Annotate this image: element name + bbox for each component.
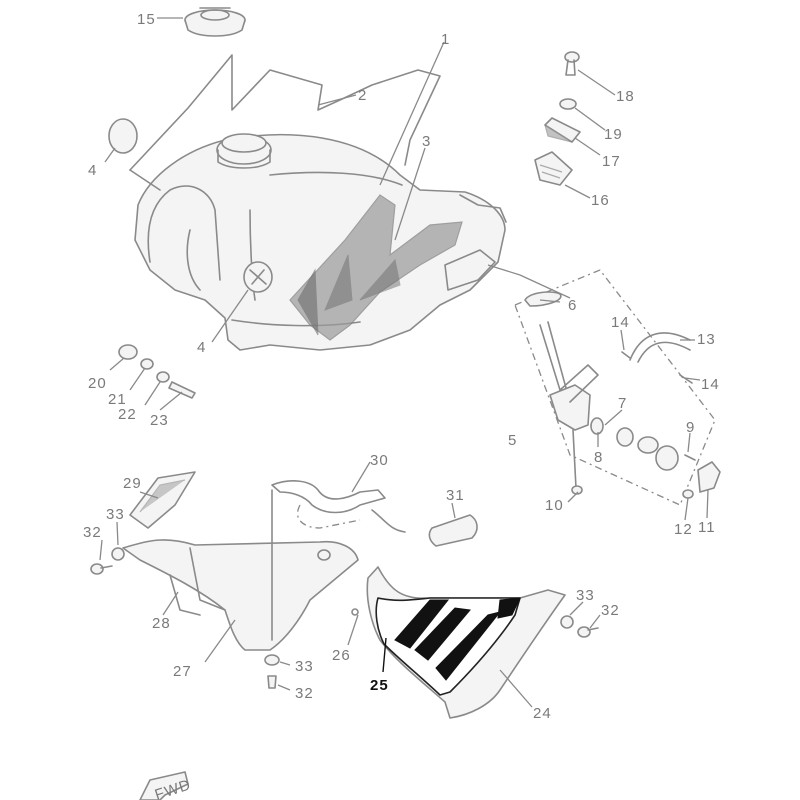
callout-8: 8 xyxy=(594,449,603,466)
callout-12: 12 xyxy=(674,521,693,538)
collar-33-right xyxy=(560,615,574,629)
callout-15: 15 xyxy=(137,11,156,28)
callout-17: 17 xyxy=(602,153,621,170)
washer-21 xyxy=(140,358,154,370)
stay-30 xyxy=(271,480,406,533)
fuel-cap xyxy=(184,7,246,37)
callout-21: 21 xyxy=(108,391,127,408)
stay-rod xyxy=(264,489,280,689)
callout-3: 3 xyxy=(422,133,431,150)
grommet xyxy=(108,118,138,154)
tank-graphic-stripes xyxy=(289,194,463,341)
callout-14-right: 14 xyxy=(701,376,720,393)
callout-11: 11 xyxy=(698,519,716,536)
callout-30: 30 xyxy=(370,452,389,469)
callout-33-bottom: 33 xyxy=(295,658,314,675)
nut-20 xyxy=(118,344,138,360)
air-scoop-29 xyxy=(129,471,196,529)
bolt-32-right xyxy=(577,626,599,638)
callout-labels: 15 1 2 3 4 4 18 19 17 16 6 14 13 14 7 5 … xyxy=(83,11,720,722)
bracket-28 xyxy=(169,574,201,616)
callout-19: 19 xyxy=(604,126,623,143)
callout-18: 18 xyxy=(616,88,635,105)
callout-9: 9 xyxy=(686,419,695,436)
callout-7: 7 xyxy=(618,395,627,412)
callout-10: 10 xyxy=(545,497,564,514)
fuel-cock-assembly xyxy=(514,269,721,506)
bracket-17 xyxy=(544,117,581,143)
callout-33-right: 33 xyxy=(576,587,595,604)
callout-2: 2 xyxy=(358,87,367,104)
callout-31: 31 xyxy=(446,487,465,504)
collar-33-left xyxy=(111,547,125,561)
tank-side-decal xyxy=(129,54,441,191)
callout-14-top: 14 xyxy=(611,314,630,331)
callout-27: 27 xyxy=(173,663,192,680)
callout-32-left: 32 xyxy=(83,524,102,541)
callout-1: 1 xyxy=(441,31,450,48)
callout-32-right: 32 xyxy=(601,602,620,619)
callout-16: 16 xyxy=(591,192,610,209)
bolt-23 xyxy=(168,381,196,399)
callout-33-left: 33 xyxy=(106,506,125,523)
callout-20: 20 xyxy=(88,375,107,392)
washer-22 xyxy=(156,371,170,383)
callout-28: 28 xyxy=(152,615,171,632)
callout-32-bottom: 32 xyxy=(295,685,314,702)
pipe-31 xyxy=(428,514,478,547)
callout-23: 23 xyxy=(150,412,169,429)
bolt-32-left xyxy=(90,563,113,575)
washer-19 xyxy=(559,98,577,110)
callout-26: 26 xyxy=(332,647,351,664)
shroud-graphic-25[interactable] xyxy=(375,597,521,696)
callout-24: 24 xyxy=(533,705,552,722)
callout-22: 22 xyxy=(118,406,137,423)
side-cover-27 xyxy=(122,539,359,651)
leader-lines xyxy=(99,17,709,708)
damper-16 xyxy=(534,151,573,186)
bolt-18 xyxy=(564,51,580,76)
callout-4-bottom: 4 xyxy=(197,339,206,356)
fuel-tank xyxy=(134,133,507,351)
fuel-hose xyxy=(621,332,693,384)
callout-5: 5 xyxy=(508,432,517,449)
callout-25[interactable]: 25 xyxy=(370,677,389,694)
callout-13: 13 xyxy=(697,331,716,348)
callout-4-left: 4 xyxy=(88,162,97,179)
forward-direction-marker: FWD xyxy=(139,771,193,800)
callout-29: 29 xyxy=(123,475,142,492)
callout-6: 6 xyxy=(568,297,577,314)
